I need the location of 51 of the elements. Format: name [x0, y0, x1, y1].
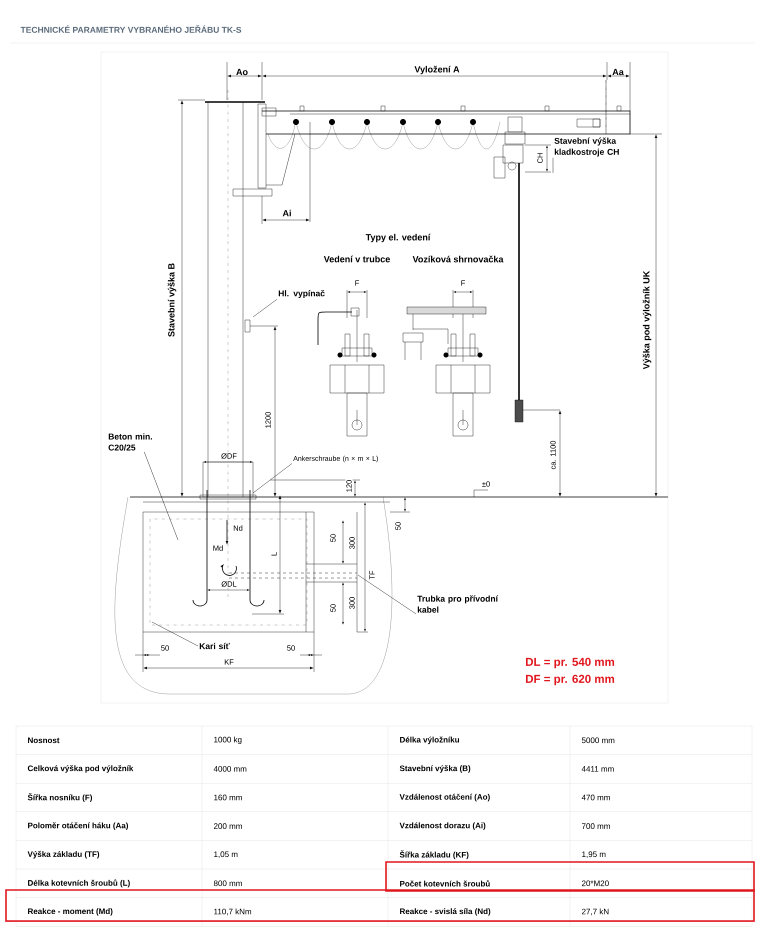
table-cell: Délka kotevních šroubů (L)	[28, 879, 130, 888]
dimension-label: Vozíková shrnovačka	[412, 256, 504, 262]
table-cell: 5000 mm	[582, 737, 614, 744]
leader-line	[144, 452, 178, 540]
table-cell: 4000 mm	[214, 766, 246, 772]
leader-line	[252, 463, 292, 494]
table-cell: Reakce - moment (Md)	[28, 908, 112, 916]
table-cell: Vzdálenost dorazu (Ai)	[400, 822, 486, 830]
dimension-label: Aa	[612, 68, 624, 76]
table-cell: 1,05 m	[214, 851, 238, 858]
table-cell: 470 mm	[582, 794, 610, 800]
table-cell: Nosnost	[28, 738, 60, 744]
callout-text: Stavební výška kladkostroje CH	[554, 137, 619, 157]
leader-line	[552, 158, 554, 174]
table-cell: Šířka základu (KF)	[400, 850, 468, 860]
table-cell: Vzdálenost otáčení (Ao)	[400, 794, 490, 802]
leader-line	[152, 622, 198, 646]
page-title: TECHNICKÉ PARAMETRY VYBRANÉHO JEŘÁBU TK-S	[20, 25, 242, 33]
table-cell: 4411 mm	[582, 766, 614, 772]
dimension-label: Vyložení A	[414, 66, 460, 74]
dimension-label: Výška pod výložník UK	[642, 270, 652, 370]
table-cell: 1,95 m	[582, 851, 606, 858]
table-cell: 1000 kg	[214, 736, 242, 744]
table-cell: Výška základu (TF)	[28, 850, 100, 859]
table-cell: 800 mm	[214, 880, 242, 886]
table-cell: Poloměr otáčení háku (Aa)	[28, 822, 128, 830]
callout-text: Kari síť	[200, 642, 230, 650]
dimension-label: Stavební výška B	[168, 263, 176, 337]
table-cell: Celková výška pod výložník	[28, 765, 134, 773]
callout-text: Trubka pro přívodní kabel	[417, 595, 498, 613]
table-cell: 700 mm	[582, 823, 610, 829]
table-cell: 200 mm	[214, 823, 242, 829]
note-text: DL = pr. 540 mm	[526, 658, 614, 668]
leader-line	[252, 299, 278, 318]
table-cell: Reakce - svislá síla (Nd)	[400, 908, 490, 916]
table-cell: 110,7 kNm	[214, 908, 252, 916]
dimension-label: Ao	[236, 68, 248, 76]
table-cell: 27,7 kN	[582, 908, 608, 916]
table-cell: Šířka nosníku (F)	[28, 793, 92, 802]
callout-text: Hl. vypínač	[278, 290, 325, 298]
table-cell: Délka výložníku	[400, 736, 460, 744]
note-text: DF = pr. 620 mm	[526, 674, 614, 686]
dimension-label: Vedení v trubce	[324, 256, 390, 262]
table-cell: Počet kotevních šroubů	[400, 880, 490, 887]
table-cell: 160 mm	[214, 794, 242, 800]
callout-text: Beton min. C20/25	[108, 433, 152, 451]
table-cell: 20*M20	[582, 880, 609, 886]
dimension-label: Typy el. vedení	[366, 234, 431, 242]
leader-line	[358, 574, 416, 614]
table-cell: Stavební výška (B)	[400, 765, 470, 773]
dimension-label: Ai	[282, 210, 291, 216]
